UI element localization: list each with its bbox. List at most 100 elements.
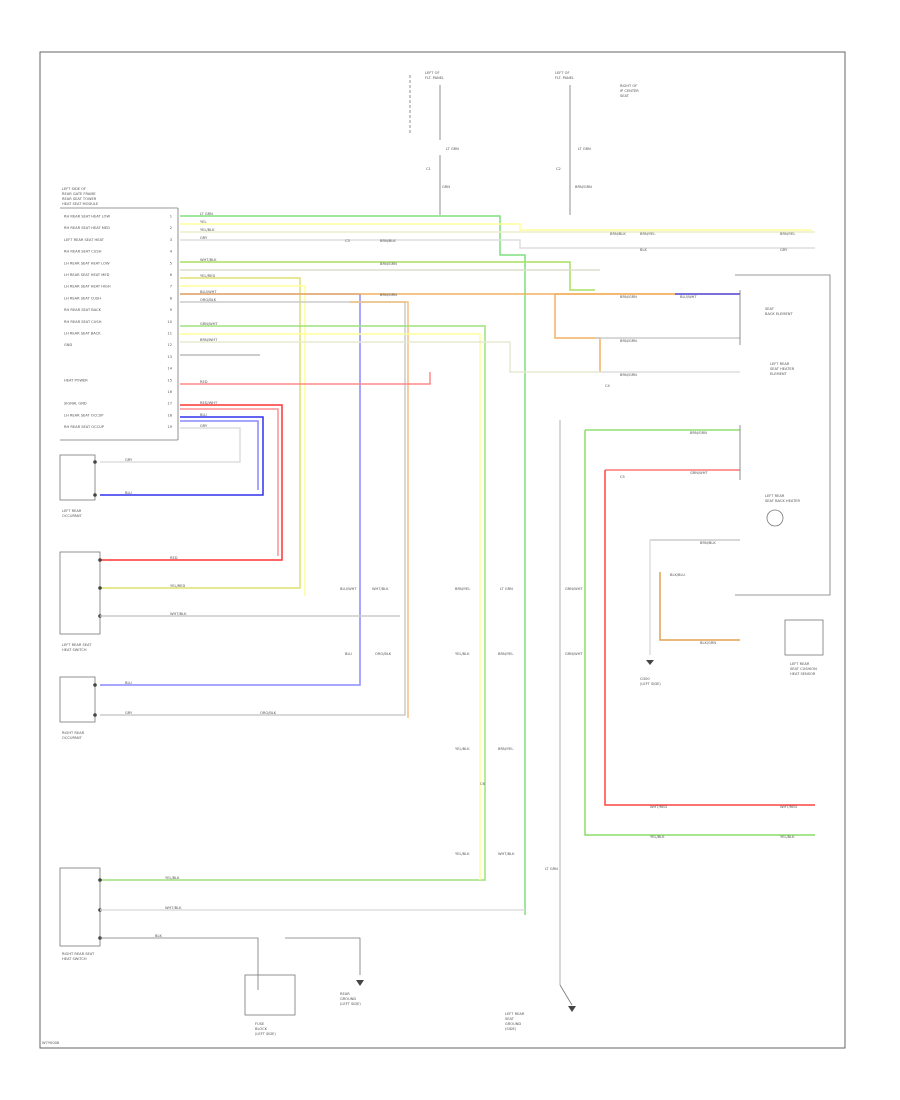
top-right-note-1: RIGHT OF bbox=[620, 84, 637, 88]
left-occupant-label-2: OCCUPANT bbox=[62, 514, 83, 518]
module-pin-label: LEFT REAR SEAT HEAT bbox=[64, 238, 105, 242]
right-occupant-box bbox=[59, 676, 96, 723]
wire-grn-1 bbox=[180, 261, 595, 291]
heater-box bbox=[735, 274, 831, 596]
heater-mid-label-2: SEAT BACK HEATER bbox=[765, 499, 801, 503]
wire-wht-3 bbox=[180, 341, 600, 373]
module-pin-label: RH REAR SEAT HEAT LOW bbox=[64, 215, 110, 219]
wl-r9: BLK/GRN bbox=[700, 641, 716, 645]
module-pin-number: 13 bbox=[167, 355, 172, 359]
mid-wl-5: BRN/YEL bbox=[455, 587, 470, 591]
left-switch-box bbox=[59, 551, 101, 635]
main-module: LEFT SIDE OF REAR GATE FRAME REAR SEAT T… bbox=[60, 187, 179, 441]
top-conn-a-label-1: LEFT OF bbox=[425, 71, 440, 75]
top-conn-a-wire-2: GRN bbox=[442, 185, 450, 189]
mid-wl-13: GRN/WHT bbox=[565, 587, 583, 591]
top-conn-a-label-2: FLT. PANEL bbox=[425, 76, 444, 80]
module-pin-label: LH REAR SEAT HEAT MED bbox=[64, 273, 110, 277]
mid-wl-12: WHT/BLK bbox=[498, 852, 515, 856]
bottom-ground: REAR GROUND (LEFT SIDE) bbox=[340, 980, 364, 1006]
ls-wire-3: WHT/BLK bbox=[170, 612, 187, 616]
module-pin-number: 1 bbox=[170, 215, 172, 219]
module-pin-number: 7 bbox=[170, 285, 172, 289]
footer-id: W7Y0008 bbox=[42, 1041, 60, 1045]
wl-5: WHT/BLK bbox=[200, 258, 217, 262]
wire-red-down bbox=[604, 470, 815, 806]
top-right-note-2: IP CENTER bbox=[620, 89, 639, 93]
right-seat-switch: RIGHT REAR SEAT HEAT SWITCH YEL/BLK WHT/… bbox=[59, 867, 525, 990]
module-title-3: REAR SEAT TOWER bbox=[62, 197, 97, 201]
wl-3: YEL/BLK bbox=[200, 228, 215, 232]
top-conn-a-wire: LT GRN bbox=[446, 147, 459, 151]
wl-r7: BRN/BLK bbox=[700, 541, 716, 545]
ground-lr-label-3: GROUND bbox=[505, 1022, 521, 1026]
wl-16: BRN/GRN bbox=[380, 262, 397, 266]
wl-2: YEL bbox=[200, 220, 206, 224]
wl-8: ORG/BLK bbox=[200, 298, 217, 302]
top-right-note-3: SEAT bbox=[620, 94, 630, 98]
wl-22: BLK bbox=[640, 248, 647, 252]
bottom-ground-symbol bbox=[356, 980, 364, 986]
ro-wire-3: ORG/BLK bbox=[260, 711, 277, 715]
mid-wl-2: WHT/BLK bbox=[372, 587, 389, 591]
mid-wl-7: YEL/BLK bbox=[455, 652, 470, 656]
lo-wire-2: BLU bbox=[125, 491, 132, 495]
wire-red-2 bbox=[100, 404, 283, 561]
fuse-label-1: FUSE bbox=[255, 1022, 265, 1026]
module-pin-number: 8 bbox=[170, 296, 173, 300]
fuse-block: FUSE BLOCK (LEFT SIDE) bbox=[244, 974, 296, 1036]
c4-id: C4 bbox=[605, 384, 611, 388]
wire-yel-2 bbox=[100, 277, 301, 589]
wl-20: BRN/YEL bbox=[780, 232, 795, 236]
c3-id: C3 bbox=[345, 239, 350, 243]
wl-4: GRY bbox=[200, 236, 208, 240]
fuse-block-box bbox=[244, 974, 296, 1016]
module-pin-label: RH REAR SEAT BACK bbox=[64, 308, 102, 312]
module-pin-label: HEAT POWER bbox=[64, 378, 88, 382]
wl-7: BLU/WHT bbox=[200, 290, 217, 294]
heater-top-label-1: SEAT bbox=[765, 307, 775, 311]
wire-yel-3 bbox=[180, 285, 306, 596]
wl-r5: BRN/GRN bbox=[690, 431, 707, 435]
module-pin-number: 19 bbox=[167, 425, 172, 429]
ground-bottom-label-2: GROUND bbox=[340, 997, 356, 1001]
rs-wire-3: BLK bbox=[155, 934, 162, 938]
module-wires: LT GRN YEL YEL/BLK GRY WHT/BLK YEL/RED B… bbox=[100, 212, 815, 915]
module-pin-list: RH REAR SEAT HEAT LOW 1 RH REAR SEAT HEAT … bbox=[64, 215, 173, 430]
wl-r12: YEL/BLK bbox=[650, 835, 665, 839]
wl-r4: BRN/GRN bbox=[620, 373, 637, 377]
wl-14: GRY bbox=[200, 424, 208, 428]
wire-org-2 bbox=[350, 301, 409, 718]
mid-wl-8: BRN/YEL bbox=[498, 652, 513, 656]
top-conn-b-label-2: FLT. PANEL bbox=[555, 76, 574, 80]
right-occupant-label-1: RIGHT REAR bbox=[62, 731, 85, 735]
mid-wl-15: LT GRN bbox=[545, 867, 558, 871]
wire-gry-top bbox=[180, 239, 815, 249]
mid-wl-6: LT GRN bbox=[500, 587, 513, 591]
wl-r1: BRN/GRN bbox=[620, 295, 637, 299]
module-pin-label: SIGNAL GND bbox=[64, 402, 87, 406]
c5-id: C5 bbox=[620, 475, 625, 479]
module-pin-number: 6 bbox=[170, 273, 173, 277]
top-conn-b-wire-2: BRN/GRN bbox=[575, 185, 592, 189]
wl-19: BRN/YEL bbox=[640, 232, 655, 236]
wl-r13: YEL/BLK bbox=[780, 835, 795, 839]
heater-top-label-2: BACK ELEMENT bbox=[765, 312, 793, 316]
left-occupant-label-1: LEFT REAR bbox=[62, 509, 82, 513]
module-pin-number: 15 bbox=[167, 378, 172, 382]
wire-grn-down bbox=[584, 430, 815, 836]
wire-red-1 bbox=[180, 372, 431, 385]
module-pin-label: RH REAR SEAT HEAT MED bbox=[64, 226, 110, 230]
module-pin-number: 10 bbox=[167, 320, 172, 324]
top-conn-b-label-1: LEFT OF bbox=[555, 71, 570, 75]
wire-red-3 bbox=[180, 408, 279, 556]
wire-blu-2 bbox=[100, 416, 264, 496]
module-pin-label: LH REAR SEAT HEAT HIGH bbox=[64, 285, 111, 289]
wire-org-heat bbox=[659, 572, 740, 641]
wire-gry-2 bbox=[100, 301, 406, 716]
wl-r10: WHT/RED bbox=[650, 805, 667, 809]
module-pin-label: LH REAR SEAT CUSH bbox=[64, 296, 101, 300]
wire-yel-4 bbox=[180, 333, 481, 880]
mid-column-labels: BLU/WHT WHT/BLK BLU ORG/BLK BRN/YEL LT G… bbox=[340, 587, 583, 871]
left-switch-label-1: LEFT REAR SEAT bbox=[62, 643, 92, 647]
